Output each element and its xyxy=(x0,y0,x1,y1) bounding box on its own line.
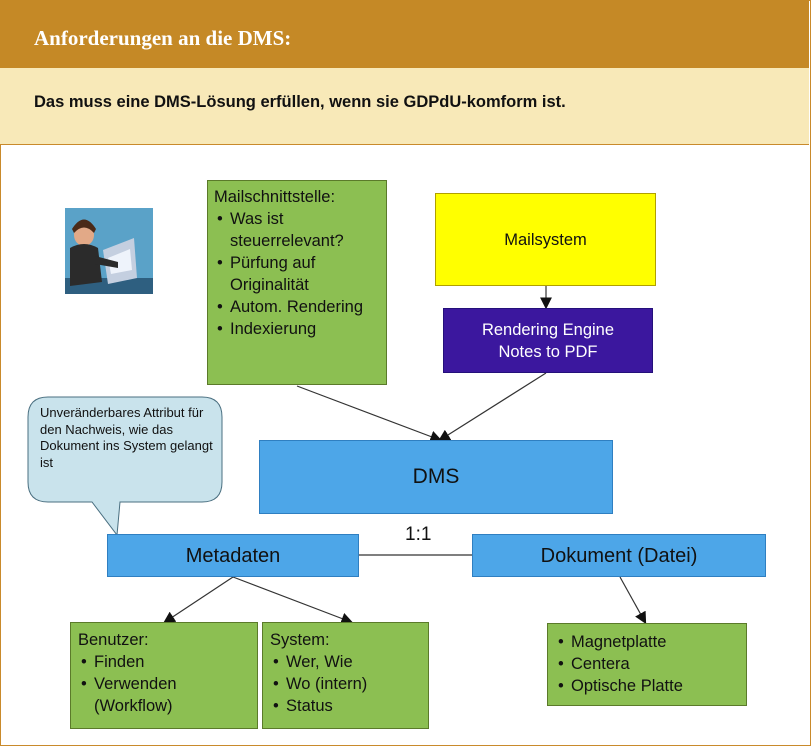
dokument-label: Dokument (Datei) xyxy=(540,544,698,567)
callout-bubble xyxy=(27,396,223,537)
arrow-mail-to-dms xyxy=(296,385,443,443)
system-title: System: xyxy=(270,631,330,649)
benutzer-title: Benutzer: xyxy=(78,631,149,649)
subheader-bar: Das muss eine DMS-Lösung erfüllen, wenn … xyxy=(0,68,809,145)
metadaten-box: Metadaten xyxy=(107,534,359,577)
dokument-box: Dokument (Datei) xyxy=(472,534,766,577)
rendering-line2: Notes to PDF xyxy=(498,342,598,361)
mailsystem-label: Mailsystem xyxy=(504,230,587,249)
system-item: Status xyxy=(273,695,421,717)
storage-box: Magnetplatte Centera Optische Platte xyxy=(547,623,747,706)
storage-item: Magnetplatte xyxy=(558,631,739,653)
system-box: System: Wer, Wie Wo (intern) Status xyxy=(262,622,429,729)
subtitle: Das muss eine DMS-Lösung erfüllen, wenn … xyxy=(34,93,566,111)
arrow-meta-to-benutzer xyxy=(162,576,234,624)
benutzer-item: Verwenden (Workflow) xyxy=(81,673,250,717)
dms-label: DMS xyxy=(412,465,460,488)
header-bar: Anforderungen an die DMS: xyxy=(0,0,809,68)
mail-interface-item: Indexierung xyxy=(217,318,380,340)
mail-interface-item: Was ist steuerrelevant? xyxy=(217,208,380,252)
benutzer-box: Benutzer: Finden Verwenden (Workflow) xyxy=(70,622,258,729)
system-item: Wer, Wie xyxy=(273,651,421,673)
arrow-meta-to-system xyxy=(232,576,354,625)
mailsystem-box: Mailsystem xyxy=(435,193,656,286)
mail-interface-item: Autom. Rendering xyxy=(217,296,380,318)
rendering-line1: Rendering Engine xyxy=(481,320,615,339)
arrow-rendering-to-dms xyxy=(437,372,547,442)
benutzer-item: Finden xyxy=(81,651,250,673)
rendering-engine-box: Rendering Engine Notes to PDF xyxy=(443,308,653,373)
page-title: Anforderungen an die DMS: xyxy=(34,26,292,50)
callout-text: Unveränderbares Attribut für den Nachwei… xyxy=(40,405,213,470)
mail-interface-item: Pürfung auf Originalität xyxy=(217,252,380,296)
mail-interface-box: Mailschnittstelle: Was ist steuerrelevan… xyxy=(207,180,387,385)
metadaten-label: Metadaten xyxy=(185,544,281,567)
arrow-dokument-to-storage xyxy=(619,576,647,625)
ratio-label: 1:1 xyxy=(405,524,432,545)
mail-interface-title: Mailschnittstelle: xyxy=(214,188,336,206)
system-item: Wo (intern) xyxy=(273,673,421,695)
person-illustration xyxy=(65,208,153,294)
storage-item: Centera xyxy=(558,653,739,675)
dms-box: DMS xyxy=(259,440,613,514)
storage-item: Optische Platte xyxy=(558,675,739,697)
